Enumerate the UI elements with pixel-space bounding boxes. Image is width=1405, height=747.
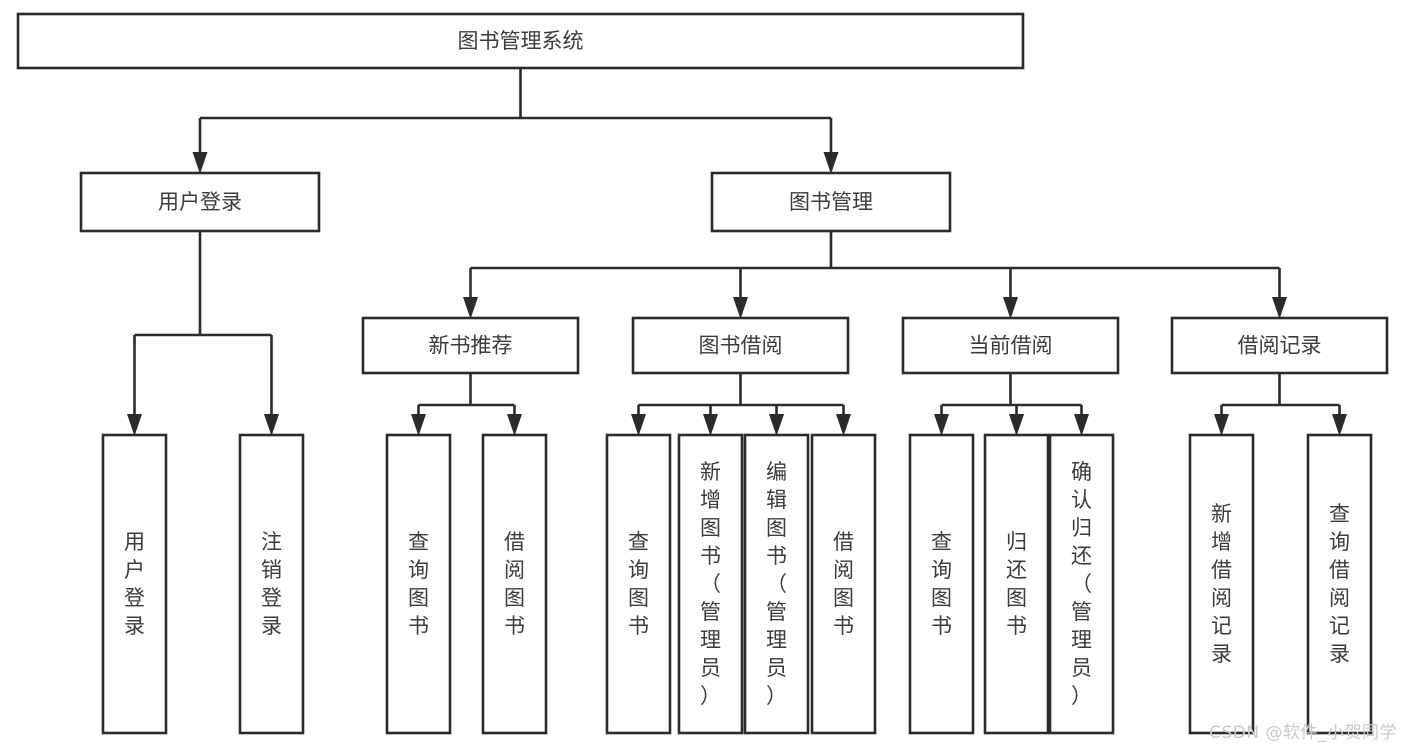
node-leaf-new-borrow[interactable]: 借阅图书	[481, 433, 548, 735]
node-label-leaf-current-confirm: 确认归还（管理员）	[1071, 460, 1092, 708]
arrow-head-icon	[769, 414, 784, 436]
node-label-leaf-user-logout: 注销登录	[261, 530, 282, 638]
arrow-head-icon	[703, 414, 718, 436]
arrow-head-icon	[836, 414, 851, 436]
node-root[interactable]: 图书管理系统	[16, 12, 1025, 70]
node-leaf-current-return[interactable]: 归还图书	[983, 433, 1050, 735]
node-box-login[interactable]	[79, 171, 321, 233]
node-record[interactable]: 借阅记录	[1170, 316, 1389, 375]
arrow-head-icon	[192, 152, 208, 174]
node-label-leaf-new-query: 查询图书	[408, 530, 429, 638]
node-leaf-current-query[interactable]: 查询图书	[908, 433, 975, 735]
arrow-head-icon	[1009, 414, 1024, 436]
arrow-head-icon	[127, 414, 142, 436]
node-box-leaf-current-return[interactable]	[983, 433, 1050, 735]
node-box-borrow[interactable]	[631, 316, 850, 375]
node-box-leaf-user-login[interactable]	[101, 433, 168, 735]
node-label-leaf-borrow-add: 新增图书（管理员）	[700, 460, 721, 708]
node-label-leaf-borrow-lend: 借阅图书	[833, 530, 854, 638]
node-leaf-new-query[interactable]: 查询图书	[385, 433, 452, 735]
node-label-leaf-borrow-query: 查询图书	[628, 530, 649, 638]
edge-group-root	[192, 68, 839, 174]
node-label-newbook: 新书推荐	[429, 334, 513, 358]
arrow-head-icon	[1332, 414, 1347, 436]
edge-group-borrow	[631, 373, 851, 436]
arrow-head-icon	[1214, 414, 1229, 436]
node-box-record[interactable]	[1170, 316, 1389, 375]
edge-group-record	[1214, 373, 1347, 436]
node-box-leaf-borrow-add[interactable]	[677, 433, 744, 735]
node-box-leaf-record-query[interactable]	[1306, 433, 1373, 735]
node-box-leaf-record-add[interactable]	[1188, 433, 1255, 735]
node-label-leaf-record-add: 新增借阅记录	[1211, 502, 1232, 666]
node-box-leaf-borrow-edit[interactable]	[743, 433, 810, 735]
arrow-head-icon	[823, 152, 839, 174]
arrow-head-icon	[1272, 297, 1287, 319]
node-borrow[interactable]: 图书借阅	[631, 316, 850, 375]
node-label-borrow: 图书借阅	[699, 334, 783, 358]
node-layer: 图书管理系统用户登录图书管理新书推荐图书借阅当前借阅借阅记录用户登录注销登录查询…	[16, 12, 1389, 735]
node-label-record: 借阅记录	[1238, 334, 1322, 358]
node-label-leaf-user-login: 用户登录	[124, 530, 145, 638]
node-label-root: 图书管理系统	[458, 29, 584, 53]
arrow-head-icon	[1003, 297, 1018, 319]
edge-group-manage	[463, 231, 1287, 319]
node-box-root[interactable]	[16, 12, 1025, 70]
arrow-head-icon	[411, 414, 426, 436]
edge-group-login	[127, 231, 279, 436]
arrow-head-icon	[733, 297, 748, 319]
edge-group-current	[934, 373, 1089, 436]
node-box-manage[interactable]	[710, 171, 952, 233]
arrow-head-icon	[1074, 414, 1089, 436]
node-label-leaf-new-borrow: 借阅图书	[504, 530, 525, 638]
node-box-current[interactable]	[901, 316, 1120, 375]
arrow-head-icon	[463, 297, 478, 319]
node-box-leaf-current-confirm[interactable]	[1048, 433, 1115, 735]
node-leaf-record-add[interactable]: 新增借阅记录	[1188, 433, 1255, 735]
node-label-leaf-current-query: 查询图书	[931, 530, 952, 638]
node-label-leaf-borrow-edit: 编辑图书（管理员）	[766, 460, 787, 708]
node-leaf-borrow-query[interactable]: 查询图书	[605, 433, 672, 735]
node-leaf-user-login[interactable]: 用户登录	[101, 433, 168, 735]
node-leaf-borrow-lend[interactable]: 借阅图书	[810, 433, 877, 735]
node-label-login: 用户登录	[158, 190, 242, 214]
node-leaf-record-query[interactable]: 查询借阅记录	[1306, 433, 1373, 735]
node-box-leaf-current-query[interactable]	[908, 433, 975, 735]
node-login[interactable]: 用户登录	[79, 171, 321, 233]
node-label-leaf-record-query: 查询借阅记录	[1329, 502, 1350, 666]
node-box-leaf-user-logout[interactable]	[238, 433, 305, 735]
node-current[interactable]: 当前借阅	[901, 316, 1120, 375]
arrow-head-icon	[264, 414, 279, 436]
arrow-head-icon	[507, 414, 522, 436]
node-leaf-current-confirm[interactable]: 确认归还（管理员）	[1048, 433, 1115, 735]
node-leaf-user-logout[interactable]: 注销登录	[238, 433, 305, 735]
arrow-head-icon	[631, 414, 646, 436]
node-label-current: 当前借阅	[969, 334, 1053, 358]
node-label-manage: 图书管理	[789, 190, 873, 214]
node-label-leaf-current-return: 归还图书	[1006, 530, 1027, 638]
node-manage[interactable]: 图书管理	[710, 171, 952, 233]
node-box-leaf-new-borrow[interactable]	[481, 433, 548, 735]
connector-layer	[127, 68, 1347, 436]
edge-group-newbook	[411, 373, 522, 436]
node-box-leaf-borrow-lend[interactable]	[810, 433, 877, 735]
node-box-leaf-borrow-query[interactable]	[605, 433, 672, 735]
node-leaf-borrow-edit[interactable]: 编辑图书（管理员）	[743, 433, 810, 735]
node-leaf-borrow-add[interactable]: 新增图书（管理员）	[677, 433, 744, 735]
arrow-head-icon	[934, 414, 949, 436]
node-newbook[interactable]: 新书推荐	[361, 316, 580, 375]
node-box-newbook[interactable]	[361, 316, 580, 375]
node-box-leaf-new-query[interactable]	[385, 433, 452, 735]
